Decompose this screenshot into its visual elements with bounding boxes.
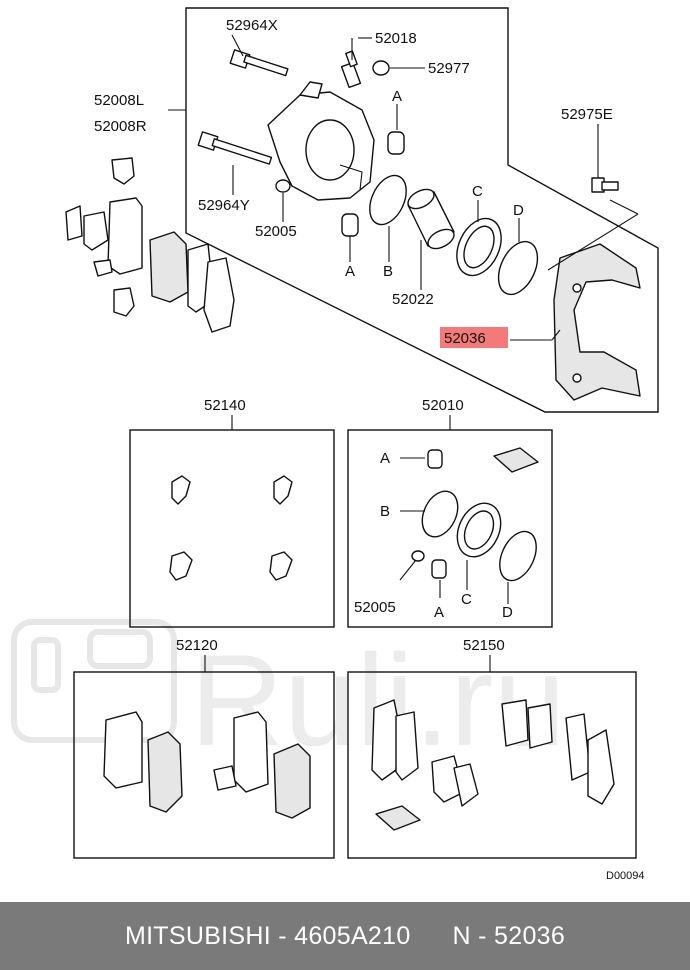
footer-part-number: 4605A210 [294, 921, 411, 950]
label-kit-52005: 52005 [354, 599, 396, 616]
kit-box-52120 [73, 671, 335, 859]
label-kit-letter-c: C [461, 591, 472, 608]
footer-separator: - [271, 921, 295, 950]
kit-box-52010 [347, 429, 553, 628]
label-52008R: 52008R [94, 118, 147, 135]
label-kit-letter-a: A [380, 450, 390, 467]
label-52018: 52018 [375, 30, 417, 47]
label-52120: 52120 [176, 637, 218, 654]
footer-bar: MITSUBISHI - 4605A210 N - 52036 [0, 902, 690, 970]
label-letter-a-lower: A [345, 263, 355, 280]
bleeder-cap [372, 60, 390, 76]
boot-ring [497, 240, 539, 296]
label-letter-a-upper: A [392, 88, 402, 105]
bleeder-screw [340, 50, 362, 89]
piston [407, 188, 455, 250]
shim-set [371, 699, 615, 831]
label-kit-letter-b: B [380, 503, 390, 520]
kit-box-52140 [129, 429, 335, 628]
footer-n-value: 52036 [494, 921, 566, 950]
label-52977: 52977 [428, 60, 470, 77]
label-kit-letter-a-lower: A [434, 604, 444, 621]
label-kit-letter-d: D [502, 604, 513, 621]
label-52022: 52022 [392, 291, 434, 308]
footer-n-separator: - [470, 921, 495, 950]
label-letter-c: C [472, 183, 483, 200]
label-52150: 52150 [463, 637, 505, 654]
footer-n-label: N [452, 921, 471, 950]
bushing-lower [341, 213, 359, 237]
support-bolt [591, 177, 619, 193]
label-52010: 52010 [422, 397, 464, 414]
drawing-code: D00094 [606, 870, 645, 882]
label-52008L: 52008L [94, 92, 144, 109]
seal-kit-parts [399, 447, 539, 604]
caliper-body [267, 81, 375, 201]
guide-pin-bolt-upper [229, 49, 289, 77]
assembly-frame [185, 7, 659, 413]
label-letter-b: B [383, 263, 393, 280]
label-52036: 52036 [444, 330, 486, 347]
label-52964Y: 52964Y [198, 197, 250, 214]
label-letter-d: D [513, 202, 524, 219]
pad-set [103, 711, 311, 819]
bushing-upper [387, 131, 405, 155]
target-part-highlight [440, 327, 508, 348]
brake-pad-set-left [65, 157, 235, 333]
footer-brand: MITSUBISHI [124, 921, 272, 950]
label-52964X: 52964X [226, 17, 278, 34]
pin-boot [275, 179, 291, 193]
label-52975E: 52975E [561, 106, 613, 123]
piston-seal [369, 174, 407, 226]
pad-clip-set [169, 475, 293, 581]
caliper-support [553, 243, 641, 401]
label-52005: 52005 [255, 223, 297, 240]
label-52140: 52140 [204, 397, 246, 414]
leader-lines [168, 34, 639, 341]
guide-pin-bolt-lower [197, 131, 273, 165]
parts-diagram: Ruli.ru [11, 7, 659, 882]
kit-box-52150 [347, 671, 637, 859]
